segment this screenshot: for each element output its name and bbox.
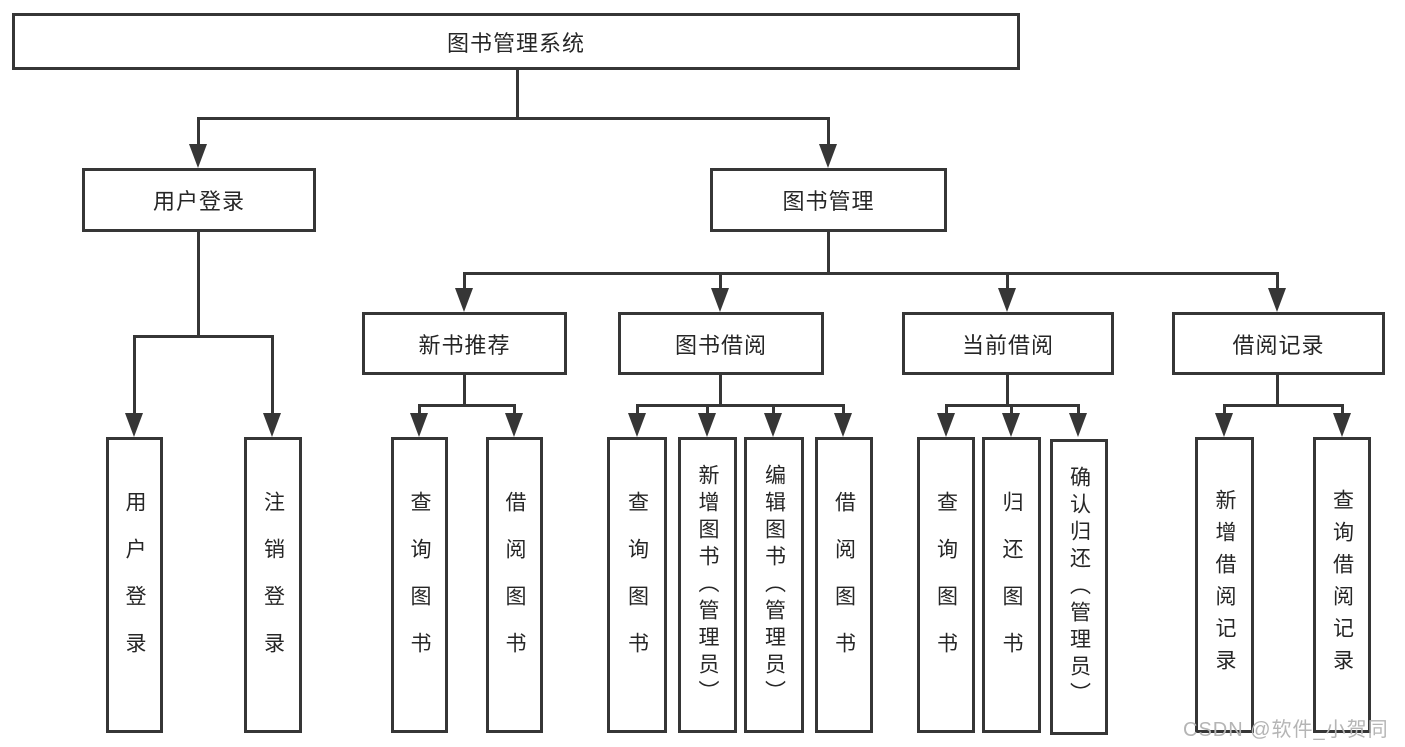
- arrowhead-confirm-return-admin: [1069, 413, 1087, 437]
- arrowhead-query-borrow-record: [1333, 413, 1351, 437]
- leaf-query-books-borrowing-label: 查询图书: [625, 491, 649, 679]
- connector-new-book-recommend-hline: [418, 404, 516, 407]
- leaf-query-books-current-label: 查询图书: [934, 491, 958, 679]
- connector-drop-add-books-admin: [706, 404, 709, 416]
- connector-user-login-hline: [133, 335, 274, 338]
- connector-drop-book-borrowing: [719, 272, 722, 290]
- node-root: 图书管理系统: [12, 13, 1020, 70]
- connector-book-borrowing-stem: [719, 375, 722, 407]
- leaf-edit-books-admin-label: 编辑图书（管理员）: [762, 463, 786, 707]
- arrowhead-leaf-user-login: [125, 413, 143, 437]
- leaf-query-borrow-record: 查询借阅记录: [1313, 437, 1371, 733]
- connector-borrowing-records-stem: [1276, 375, 1279, 407]
- connector-drop-query-books-current: [945, 404, 948, 416]
- connector-current-borrowing-stem: [1006, 375, 1009, 407]
- leaf-query-books-recommend-label: 查询图书: [408, 491, 431, 679]
- arrowhead-query-books-borrowing: [628, 413, 646, 437]
- connector-drop-query-books-recommend: [418, 404, 421, 416]
- leaf-return-books: 归还图书: [982, 437, 1041, 733]
- arrowhead-leaf-logout: [263, 413, 281, 437]
- node-current-borrowing: 当前借阅: [902, 312, 1114, 375]
- node-new-book-recommend: 新书推荐: [362, 312, 567, 375]
- node-current-borrowing-label: 当前借阅: [961, 332, 1054, 358]
- connector-user-login-stem: [197, 232, 200, 338]
- node-borrowing-records-label: 借阅记录: [1232, 332, 1325, 358]
- leaf-query-books-borrowing: 查询图书: [607, 437, 667, 733]
- node-user-login: 用户登录: [82, 168, 316, 232]
- leaf-return-books-label: 归还图书: [1000, 491, 1023, 679]
- leaf-add-books-admin-label: 新增图书（管理员）: [696, 463, 719, 707]
- connector-drop-borrowing-records: [1276, 272, 1279, 290]
- arrowhead-book-borrowing: [711, 288, 729, 312]
- leaf-edit-books-admin: 编辑图书（管理员）: [744, 437, 804, 733]
- node-borrowing-records: 借阅记录: [1172, 312, 1385, 375]
- connector-root-hline: [197, 117, 830, 120]
- node-book-borrowing: 图书借阅: [618, 312, 824, 375]
- arrowhead-borrowing-records: [1268, 288, 1286, 312]
- connector-drop-return-books: [1010, 404, 1013, 416]
- node-book-borrowing-label: 图书借阅: [674, 332, 767, 358]
- connector-drop-query-books-borrowing: [636, 404, 639, 416]
- connector-drop-edit-books-admin: [772, 404, 775, 416]
- connector-drop-query-borrow-record: [1341, 404, 1344, 416]
- arrowhead-query-books-recommend: [410, 413, 428, 437]
- arrowhead-new-book-recommend: [455, 288, 473, 312]
- connector-drop-confirm-return-admin: [1077, 404, 1080, 416]
- leaf-logout-label: 注销登录: [261, 491, 285, 679]
- arrowhead-add-books-admin: [698, 413, 716, 437]
- arrowhead-query-books-current: [937, 413, 955, 437]
- leaf-add-borrow-record: 新增借阅记录: [1195, 437, 1254, 733]
- leaf-user-login-label: 用户登录: [123, 491, 146, 679]
- leaf-query-books-current: 查询图书: [917, 437, 975, 733]
- connector-drop-leaf-logout: [271, 335, 274, 415]
- arrowhead-borrow-books-recommend: [505, 413, 523, 437]
- arrowhead-edit-books-admin: [764, 413, 782, 437]
- node-user-login-label: 用户登录: [152, 189, 245, 214]
- node-new-book-recommend-label: 新书推荐: [418, 332, 511, 358]
- leaf-add-borrow-record-label: 新增借阅记录: [1213, 489, 1236, 681]
- node-book-management-label: 图书管理: [782, 189, 875, 214]
- connector-new-book-recommend-stem: [463, 375, 466, 407]
- leaf-query-books-recommend: 查询图书: [391, 437, 448, 733]
- connector-book-management-stem: [827, 232, 830, 275]
- connector-borrowing-records-hline: [1223, 404, 1343, 407]
- leaf-borrow-books-recommend-label: 借阅图书: [503, 491, 526, 679]
- connector-drop-current-borrowing: [1006, 272, 1009, 290]
- node-book-management: 图书管理: [710, 168, 947, 232]
- arrowhead-current-borrowing: [998, 288, 1016, 312]
- arrowhead-return-books: [1002, 413, 1020, 437]
- connector-drop-book-management: [827, 117, 830, 147]
- leaf-borrow-books-borrowing: 借阅图书: [815, 437, 873, 733]
- arrowhead-borrow-books-borrowing: [834, 413, 852, 437]
- leaf-confirm-return-admin: 确认归还（管理员）: [1050, 439, 1108, 735]
- connector-drop-leaf-user-login: [133, 335, 136, 415]
- connector-book-management-hline: [463, 272, 1279, 275]
- leaf-logout: 注销登录: [244, 437, 302, 733]
- csdn-watermark: CSDN @软件_小贺同学: [1183, 719, 1389, 741]
- arrowhead-book-management: [819, 144, 837, 168]
- connector-drop-add-borrow-record: [1223, 404, 1226, 416]
- connector-drop-borrow-books-borrowing: [842, 404, 845, 416]
- leaf-user-login: 用户登录: [106, 437, 163, 733]
- leaf-borrow-books-recommend: 借阅图书: [486, 437, 543, 733]
- connector-drop-user-login: [197, 117, 200, 147]
- arrowhead-user-login: [189, 144, 207, 168]
- leaf-borrow-books-borrowing-label: 借阅图书: [832, 491, 856, 679]
- connector-drop-borrow-books-recommend: [513, 404, 516, 416]
- connector-root-stem: [516, 70, 519, 118]
- connector-drop-new-book-recommend: [463, 272, 466, 290]
- arrowhead-add-borrow-record: [1215, 413, 1233, 437]
- leaf-query-borrow-record-label: 查询借阅记录: [1330, 489, 1354, 681]
- node-root-label: 图书管理系统: [446, 30, 585, 56]
- leaf-confirm-return-admin-label: 确认归还（管理员）: [1067, 465, 1091, 709]
- connector-book-borrowing-hline: [636, 404, 845, 407]
- leaf-add-books-admin: 新增图书（管理员）: [678, 437, 737, 733]
